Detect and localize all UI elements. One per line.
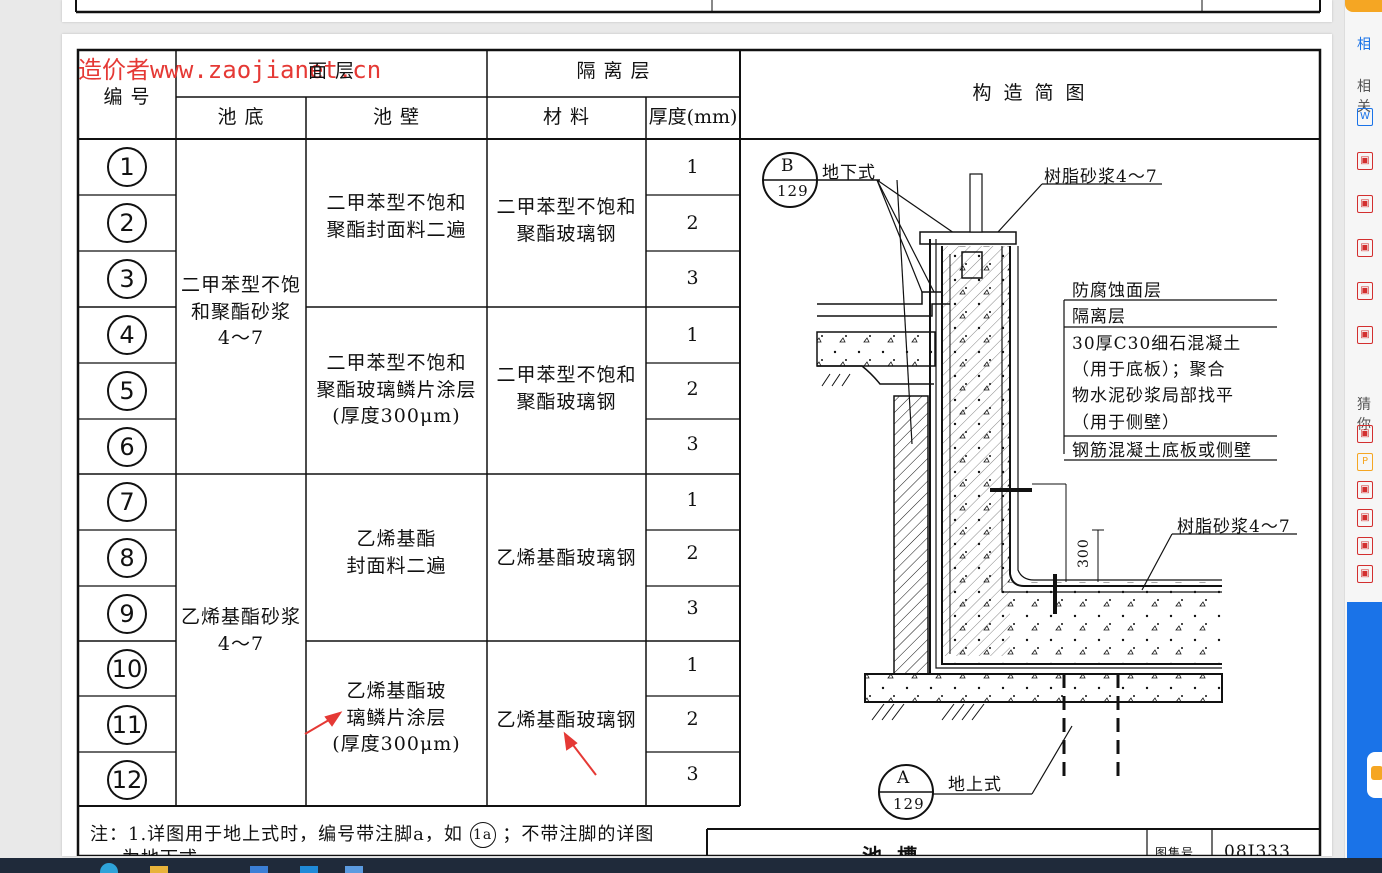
pdf-file-icon[interactable]: ▣ <box>1357 537 1373 555</box>
ref-a-number: 129 <box>893 795 925 813</box>
taskbar <box>0 858 1382 873</box>
pool-wall-group-3: 乙烯基酯 封面料二遍 <box>346 528 447 577</box>
header-diagram: 构 造 简 图 <box>972 82 1088 104</box>
layer-label: （用于侧壁） <box>1072 413 1180 433</box>
app-icon[interactable] <box>250 866 268 873</box>
atlas-label: 图集号 <box>1155 846 1195 856</box>
row-number: 4 <box>107 315 147 355</box>
thickness-value: 1 <box>686 324 700 346</box>
pdf-file-icon[interactable]: ▣ <box>1357 152 1373 170</box>
orange-icon[interactable] <box>1371 766 1382 780</box>
red-arrows <box>304 711 597 776</box>
word-file-icon[interactable]: W <box>1357 108 1373 126</box>
app-icon[interactable] <box>300 866 318 873</box>
row-number: 10 <box>107 649 147 689</box>
header-pool-wall: 池 壁 <box>372 106 421 128</box>
header-pool-bottom: 池 底 <box>217 106 265 128</box>
row-number: 2 <box>107 203 147 243</box>
header-number: 编 号 <box>103 86 151 108</box>
note-text-line2: 为地下式。 <box>122 844 217 856</box>
ref-b-letter: B <box>781 156 795 176</box>
drawing-title: 池 槽 <box>862 844 921 856</box>
row-number: 5 <box>107 371 147 411</box>
layer-label: （用于底板）；聚合 <box>1072 360 1226 380</box>
layer-label: 隔离层 <box>1072 307 1126 327</box>
previous-page-fragment <box>62 0 1332 22</box>
layer-label: 防腐蚀面层 <box>1072 281 1162 301</box>
thickness-value: 2 <box>686 212 700 234</box>
site-watermark: 造价者www.zaojianet.cn <box>78 56 382 84</box>
thickness-value: 3 <box>686 597 700 619</box>
dimension-300: 300 <box>1076 538 1092 568</box>
header-material: 材 料 <box>542 106 591 128</box>
ppt-file-icon[interactable]: P <box>1357 453 1373 471</box>
pdf-file-icon[interactable]: ▣ <box>1357 509 1373 527</box>
right-sidebar: 相 相关 W ▣ ▣ ▣ ▣ ▣ 猜你 ▣ P ▣ ▣ ▣ ▣ <box>1344 0 1382 858</box>
sidebar-tab[interactable]: 相 <box>1357 37 1371 53</box>
pool-wall-group-2: 二甲苯型不饱和 聚酯玻璃鳞片涂层 (厚度300μm) <box>316 352 477 428</box>
row-number: 12 <box>107 760 147 800</box>
row-number: 7 <box>107 482 147 522</box>
resin-mortar-bottom-label: 树脂砂浆4～7 <box>1177 517 1291 537</box>
layer-label: 钢筋混凝土底板或侧壁 <box>1072 441 1252 461</box>
underground-label: 地下式 <box>822 163 876 183</box>
thickness-value: 3 <box>686 763 700 785</box>
header-isolation-layer: 隔 离 层 <box>576 60 651 82</box>
previous-page-lines <box>75 0 1321 14</box>
pdf-file-icon[interactable]: ▣ <box>1357 565 1373 583</box>
aboveground-label: 地上式 <box>948 775 1002 795</box>
guess-heading: 猜你 <box>1357 397 1371 433</box>
note-ref-circle: 1a <box>469 822 496 848</box>
blue-promo-panel[interactable] <box>1347 602 1382 858</box>
material-group-2: 二甲苯型不饱和 聚酯玻璃钢 <box>496 364 637 413</box>
material-group-1: 二甲苯型不饱和 聚酯玻璃钢 <box>496 196 637 245</box>
drawing-page: 造价者www.zaojianet.cn 编 号 面 层 池 底 池 壁 隔 离 … <box>62 34 1332 856</box>
note-text: 注：1.详图用于地上式时，编号带注脚a，如 1a ；不带注脚的详图 <box>90 820 654 848</box>
thickness-value: 1 <box>686 654 700 676</box>
browser-icon[interactable] <box>100 863 118 873</box>
layer-label: 物水泥砂浆局部找平 <box>1072 386 1234 406</box>
pdf-file-icon[interactable]: ▣ <box>1357 481 1373 499</box>
material-group-3: 乙烯基酯玻璃钢 <box>496 547 637 569</box>
related-heading: 相关 <box>1357 79 1371 115</box>
app-icon[interactable] <box>345 866 363 873</box>
pool-bottom-group-b: 乙烯基酯砂浆 4～7 <box>180 606 301 655</box>
header-surface-layer: 面 层 <box>307 60 356 82</box>
row-number: 11 <box>107 705 147 745</box>
ref-b-number: 129 <box>777 182 809 200</box>
thickness-value: 3 <box>686 267 700 289</box>
header-thickness: 厚度(mm) <box>648 106 738 128</box>
pdf-file-icon[interactable]: ▣ <box>1357 425 1373 443</box>
row-number: 6 <box>107 427 147 467</box>
thickness-value: 1 <box>686 489 700 511</box>
row-number: 8 <box>107 538 147 578</box>
pdf-file-icon[interactable]: ▣ <box>1357 282 1373 300</box>
material-group-4: 乙烯基酯玻璃钢 <box>496 709 637 731</box>
row-number: 1 <box>107 147 147 187</box>
top-orange-button[interactable] <box>1345 0 1382 12</box>
resin-mortar-top-label: 树脂砂浆4～7 <box>1044 167 1158 187</box>
row-number: 9 <box>107 594 147 634</box>
pool-bottom-group-a: 二甲苯型不饱 和聚酯砂浆 4～7 <box>180 274 301 350</box>
thickness-value: 3 <box>686 433 700 455</box>
atlas-number: 08J333 <box>1224 842 1291 856</box>
row-number: 3 <box>107 259 147 299</box>
pool-wall-group-4: 乙烯基酯玻 璃鳞片涂层 (厚度300μm) <box>332 680 461 756</box>
pdf-file-icon[interactable]: ▣ <box>1357 326 1373 344</box>
pdf-file-icon[interactable]: ▣ <box>1357 195 1373 213</box>
construction-diagram <box>762 152 1297 820</box>
folder-icon[interactable] <box>150 866 168 873</box>
thickness-value: 2 <box>686 542 700 564</box>
thickness-value: 1 <box>686 156 700 178</box>
pdf-file-icon[interactable]: ▣ <box>1357 239 1373 257</box>
layer-label: 30厚C30细石混凝土 <box>1072 334 1242 354</box>
ref-a-letter: A <box>897 768 911 788</box>
thickness-value: 2 <box>686 378 700 400</box>
drawing-frame <box>76 48 1322 856</box>
pool-wall-group-1: 二甲苯型不饱和 聚酯封面料二遍 <box>326 192 467 241</box>
thickness-value: 2 <box>686 708 700 730</box>
